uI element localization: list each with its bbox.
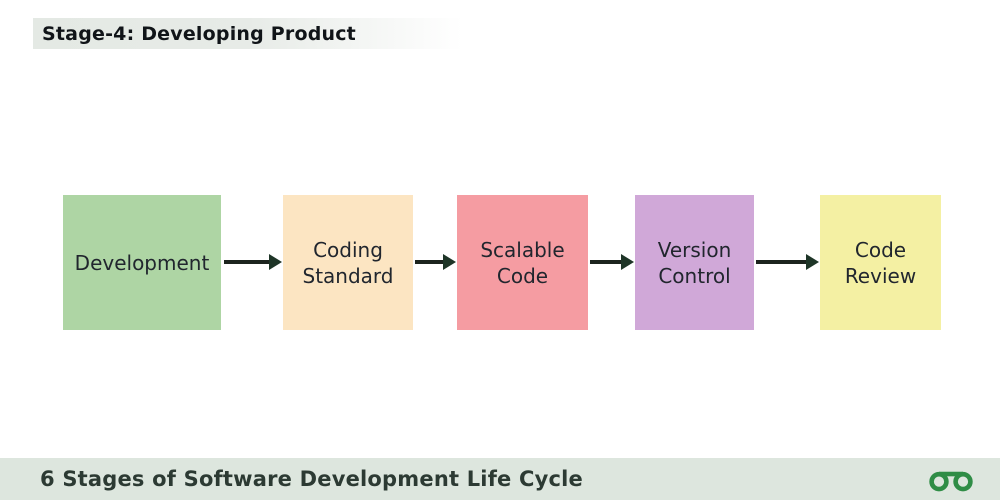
flow-node-development: Development	[63, 195, 221, 330]
footer-caption: 6 Stages of Software Development Life Cy…	[40, 467, 583, 491]
arrow-shaft	[224, 260, 269, 264]
flow-arrow	[756, 254, 819, 270]
node-label: Scalable Code	[480, 237, 565, 288]
arrow-shaft	[590, 260, 621, 264]
flow-arrow	[415, 254, 456, 270]
flow-arrow	[224, 254, 282, 270]
flow-node-scalable-code: Scalable Code	[457, 195, 588, 330]
stage-header: Stage-4: Developing Product	[33, 18, 463, 49]
node-label: Development	[74, 250, 210, 275]
flow-arrow	[590, 254, 634, 270]
geeksforgeeks-logo	[929, 471, 973, 491]
arrow-head-icon	[806, 254, 819, 270]
arrow-head-icon	[269, 254, 282, 270]
node-label: Version Control	[657, 237, 732, 288]
arrow-shaft	[756, 260, 806, 264]
arrow-head-icon	[621, 254, 634, 270]
node-label: Code Review	[844, 237, 917, 288]
flow-node-code-review: Code Review	[820, 195, 941, 330]
arrow-head-icon	[443, 254, 456, 270]
arrow-shaft	[415, 260, 443, 264]
stage-title: Stage-4: Developing Product	[42, 22, 356, 45]
flow-node-version-control: Version Control	[635, 195, 754, 330]
flow-node-coding-standard: Coding Standard	[283, 195, 413, 330]
footer: 6 Stages of Software Development Life Cy…	[0, 458, 1000, 500]
node-label: Coding Standard	[302, 237, 394, 288]
